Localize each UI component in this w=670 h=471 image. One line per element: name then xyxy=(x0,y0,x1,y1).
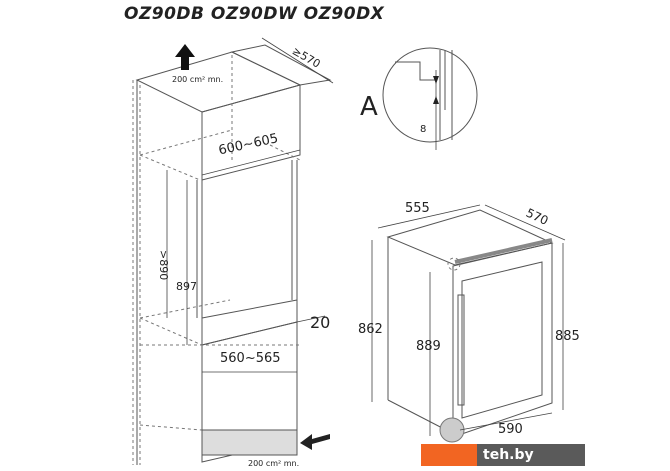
appliance-open-width-label: 590 xyxy=(498,422,523,437)
niche-width-bottom-label: 560~565 xyxy=(220,351,281,366)
appliance-width-label: 555 xyxy=(405,201,430,216)
watermark-logo xyxy=(421,444,477,466)
top-front-panel xyxy=(201,84,301,181)
door-glass xyxy=(461,261,543,419)
niche-width-top-label: 600~605 xyxy=(217,131,279,158)
niche-height-label: 897 xyxy=(176,280,197,293)
arrow-up-icon xyxy=(175,44,195,70)
hinge-detail xyxy=(439,417,465,443)
watermark-text: teh.by xyxy=(477,444,585,466)
vent-bottom-label: 200 cm² mn. xyxy=(248,459,299,468)
niche-cabinet xyxy=(132,37,334,465)
wine-cooler xyxy=(371,204,566,443)
vent-top-label: 200 cm² mn. xyxy=(172,75,223,84)
arrow-left-icon xyxy=(300,434,330,450)
niche-min-height-label: >890 xyxy=(157,250,170,280)
detail-letter: A xyxy=(360,92,378,122)
detail-value: 8 xyxy=(420,124,426,135)
niche-gap-label: 20 xyxy=(310,313,330,332)
appliance-total-height-label: 885 xyxy=(555,329,580,344)
model-title: OZ90DB OZ90DW OZ90DX xyxy=(124,4,385,24)
door-handle xyxy=(457,294,465,406)
appliance-door-height-label: 889 xyxy=(416,339,441,354)
top-depth-panel xyxy=(230,44,332,86)
vent-slot xyxy=(201,429,298,456)
watermark: teh.by xyxy=(421,444,585,466)
appliance-depth-label: 570 xyxy=(524,206,551,228)
appliance-body-height-label: 862 xyxy=(358,322,383,337)
detail-a xyxy=(382,47,478,150)
cooler-door xyxy=(452,242,553,438)
